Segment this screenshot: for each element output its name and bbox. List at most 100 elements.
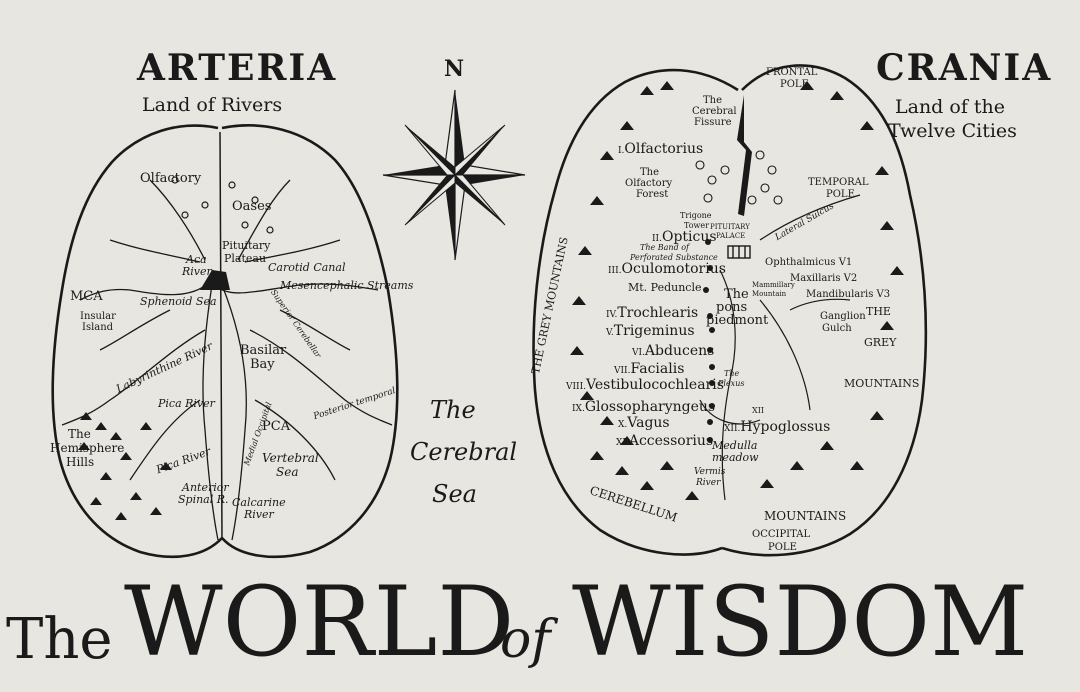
- nerve-11: XI.Accessorius: [616, 434, 713, 448]
- pons-label-3: piedmont: [706, 313, 769, 328]
- nerve-number: III.: [608, 266, 622, 276]
- sea-line-1: The: [430, 396, 476, 424]
- title-the: The: [6, 607, 113, 672]
- vertebral-label-1: Vertebral: [262, 451, 319, 465]
- sphenoid-label: Sphenoid Sea: [140, 295, 217, 308]
- band-label-1: The Band of: [640, 243, 690, 252]
- frontal-pole-label-2: POLE: [780, 79, 809, 90]
- hemisphere-hills: [78, 412, 172, 520]
- title-of: of: [500, 610, 551, 670]
- insular-label-2: Island: [82, 322, 114, 333]
- nerve-name: Abducens: [644, 343, 715, 359]
- medulla-label-1: Medulla: [712, 439, 758, 452]
- crania-brain-outline: [532, 64, 928, 557]
- aca-label-1: Aca: [186, 253, 207, 266]
- cerebral-fissure: [737, 95, 752, 216]
- band-label-2: Perforated Substance: [630, 253, 718, 262]
- mammillary-label-2: Mountain: [752, 290, 787, 298]
- aca-label-2: River: [182, 265, 212, 278]
- nerve-8: VIII.Vestibulocochlearis: [566, 378, 724, 392]
- nerve-3: III.Oculomotorius: [608, 262, 726, 276]
- nerve-9: IX.Glossopharyngeus: [572, 400, 715, 414]
- oases-trees: [171, 176, 274, 234]
- arteria-brain-outline: [51, 124, 399, 559]
- mandibularis-label: Mandibularis V3: [806, 289, 891, 300]
- plexus-label-1: The: [724, 369, 740, 378]
- pituitary-label-2: Plateau: [224, 252, 267, 265]
- trigone-label-2: Tower: [684, 221, 709, 230]
- vermis-label-1: Vermis: [694, 467, 726, 477]
- carotid-label: Carotid Canal: [268, 261, 346, 274]
- crania-lines: [699, 194, 861, 501]
- nerve-name: Trigeminus: [613, 323, 695, 339]
- nerve-name: Glossopharyngeus: [584, 399, 716, 415]
- nerve-1: I.Olfactorius: [618, 142, 703, 156]
- nerve-name: Oculomotorius: [621, 261, 726, 277]
- nerve-number: XI.: [616, 438, 629, 448]
- nerve-name: Facialis: [630, 361, 685, 377]
- hemisphere-label-2: Hemisphere: [50, 441, 125, 455]
- mammillary-label-1: Mammillary: [752, 281, 795, 289]
- nerve-number: VIII.: [566, 382, 587, 392]
- basilar-label-1: Basilar: [240, 343, 287, 358]
- anterior-spinal-label-1: Anterior: [182, 481, 229, 494]
- occipital-pole-label-2: POLE: [768, 542, 797, 553]
- nerve-number: XII.: [724, 424, 741, 434]
- nerve-number: IX.: [572, 404, 585, 414]
- nerve-number: IV.: [606, 310, 618, 320]
- occipital-pole-label-1: OCCIPITAL: [752, 529, 811, 540]
- mesencephalic-label: Mesencephalic Streams: [280, 279, 414, 292]
- temporal-pole-label-2: POLE: [826, 189, 855, 200]
- arteria-rivers: [61, 179, 393, 541]
- nerve-12: XII.Hypoglossus: [724, 420, 830, 434]
- maxillaris-label: Maxillaris V2: [790, 273, 858, 284]
- vertebral-label-2: Sea: [276, 465, 299, 479]
- nerve-name: Hypoglossus: [740, 419, 831, 435]
- nerve-name: Vagus: [627, 415, 670, 431]
- arteria-subtitle: Land of Rivers: [142, 94, 283, 116]
- hemisphere-label-3: Hills: [66, 455, 95, 469]
- olfactory-forest-label-2: Olfactory: [625, 178, 673, 189]
- oases-label: Oases: [232, 199, 272, 214]
- crania-title: CRANIA: [876, 47, 1053, 89]
- nerve-number: VI.: [632, 348, 645, 358]
- nerve-5: V.Trigeminus: [606, 324, 695, 338]
- nerve-number: X.: [618, 420, 628, 430]
- olfactory-forest-label-1: The: [640, 167, 660, 178]
- olfactory-forest-trees: [695, 150, 783, 205]
- sea-line-2: Cerebral: [410, 438, 518, 466]
- fissure-label-2: Cerebral: [692, 106, 737, 117]
- pca-label: PCA: [262, 419, 291, 434]
- ganglion-label-2: Gulch: [822, 323, 852, 334]
- frontal-pole-label-1: FRONTAL: [766, 67, 818, 78]
- grey-right-label-3: MOUNTAINS: [844, 377, 920, 390]
- calcarine-label-2: River: [244, 508, 274, 521]
- nerve-number: I.: [618, 146, 625, 156]
- pons-label-1: The: [724, 287, 749, 302]
- compass-north-letter: N: [444, 56, 465, 82]
- mountain-ranges: [570, 81, 904, 500]
- nerve-number: II.: [652, 234, 662, 244]
- ganglion-label-1: Ganglion: [820, 311, 866, 322]
- vermis-label-2: River: [696, 478, 721, 488]
- xii-label: XII: [752, 406, 765, 415]
- arteria-title: ARTERIA: [137, 47, 338, 89]
- mountains-bottom-label: MOUNTAINS: [764, 509, 847, 523]
- nerve-4: IV.Trochlearis: [606, 306, 698, 320]
- title-world: WORLD: [124, 566, 515, 678]
- nerve-name: Vestibulocochlearis: [586, 377, 724, 393]
- trigone-label-1: Trigone: [680, 211, 712, 220]
- calcarine-label-1: Calcarine: [232, 496, 286, 509]
- sea-line-3: Sea: [432, 480, 477, 508]
- pituitary-palace-label-2: PALACE: [716, 232, 746, 240]
- fissure-label-1: The: [703, 95, 723, 106]
- nerve-2: II.Opticus: [652, 230, 717, 244]
- nerve-number: VII.: [614, 366, 631, 376]
- crania-subtitle-2: Twelve Cities: [888, 120, 1017, 142]
- nerve-name: Olfactorius: [624, 141, 704, 157]
- compass-rose: [382, 89, 526, 261]
- anterior-spinal-label-2: Spinal R.: [178, 493, 229, 506]
- nerve-name: Trochlearis: [617, 305, 699, 321]
- olfactory-forest-label-3: Forest: [636, 189, 669, 200]
- pons-label-2: pons: [716, 300, 748, 315]
